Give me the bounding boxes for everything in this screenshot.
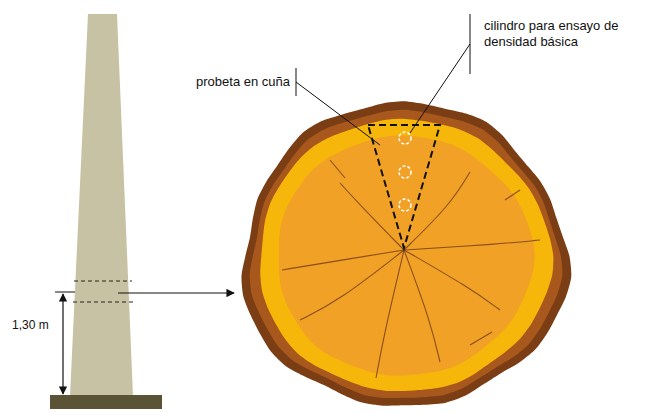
drying-crack [404,240,540,250]
cross-section [241,101,571,405]
drying-crack [282,250,404,270]
drying-crack [470,332,492,345]
bark-outer [241,101,571,405]
cut-line [73,302,133,303]
cylinder-label: cilindro para ensayo de densidad básica [484,18,632,51]
cut-line [74,281,132,282]
density-cylinder [399,199,411,211]
drying-crack [404,250,500,310]
drying-crack [300,250,404,320]
bark-inner [250,110,563,398]
drying-crack [404,172,470,250]
specimen-label: probeta en cuña [150,74,290,90]
density-cylinder [399,166,411,178]
drying-crack [505,190,520,200]
leader-line [296,82,380,145]
height-dimension: 1,30 m [12,318,58,333]
drying-crack [404,250,440,362]
leader-line [410,44,470,133]
dimension-line [62,294,63,394]
heartwood [279,135,535,375]
pointer-arrow [118,292,234,293]
tree-trunk [70,14,133,396]
ground-base [50,395,162,409]
dimension-tick [55,292,75,293]
wedge-specimen [368,125,440,248]
density-cylinder [399,132,411,144]
sapwood [260,119,553,391]
drying-crack [330,160,345,178]
